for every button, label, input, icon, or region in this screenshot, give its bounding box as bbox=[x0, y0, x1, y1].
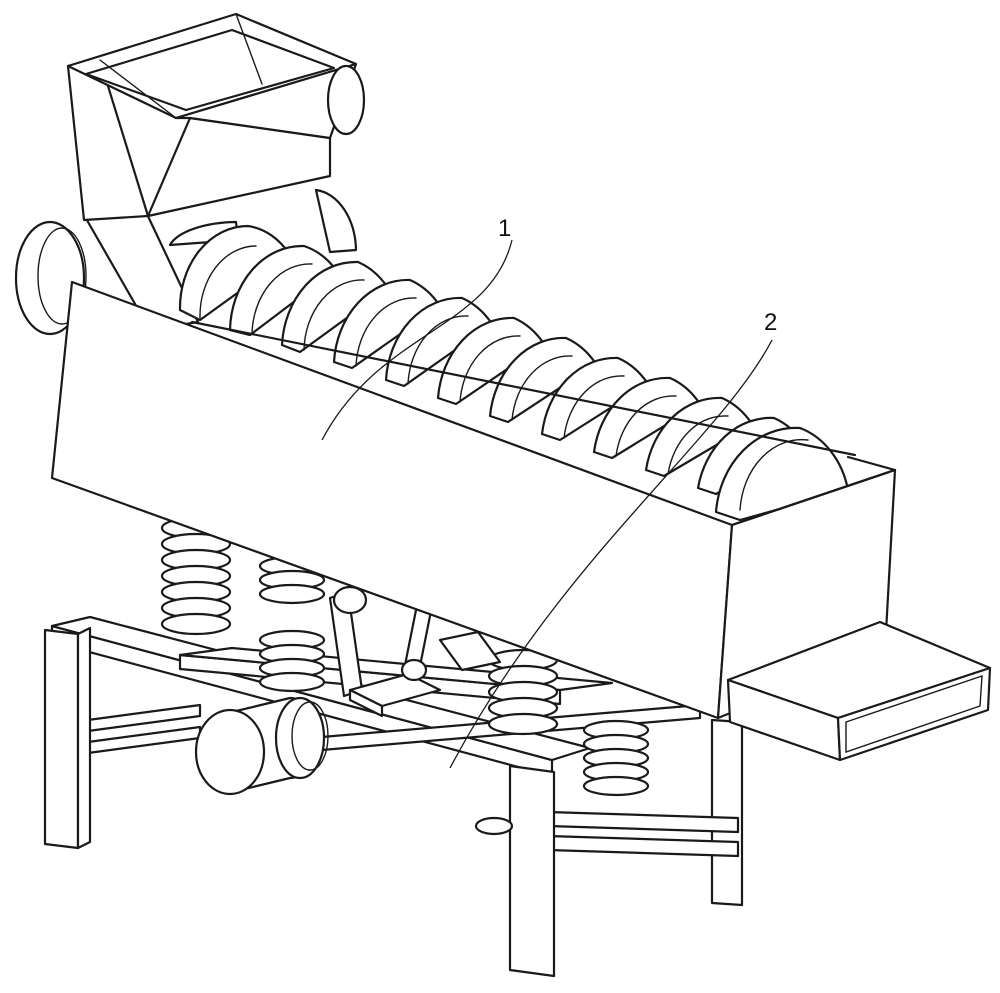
leader-line-1 bbox=[321, 239, 513, 441]
feed-hopper bbox=[66, 12, 358, 332]
label-1: 1 bbox=[498, 215, 511, 242]
spring-rear-left bbox=[258, 555, 326, 693]
drive-motor bbox=[194, 696, 514, 836]
callout-2: 2 bbox=[449, 309, 777, 769]
leader-line-2 bbox=[449, 339, 773, 769]
label-2: 2 bbox=[764, 309, 777, 336]
callout-1: 1 bbox=[321, 215, 513, 441]
vibration-linkage bbox=[328, 585, 502, 718]
spring-front-right bbox=[487, 648, 559, 736]
screw-flights bbox=[168, 220, 850, 522]
shaft-end-left bbox=[14, 220, 87, 336]
spring-rear-right bbox=[582, 719, 650, 797]
shaft-end-top bbox=[314, 64, 366, 254]
discharge-chute bbox=[726, 620, 992, 762]
